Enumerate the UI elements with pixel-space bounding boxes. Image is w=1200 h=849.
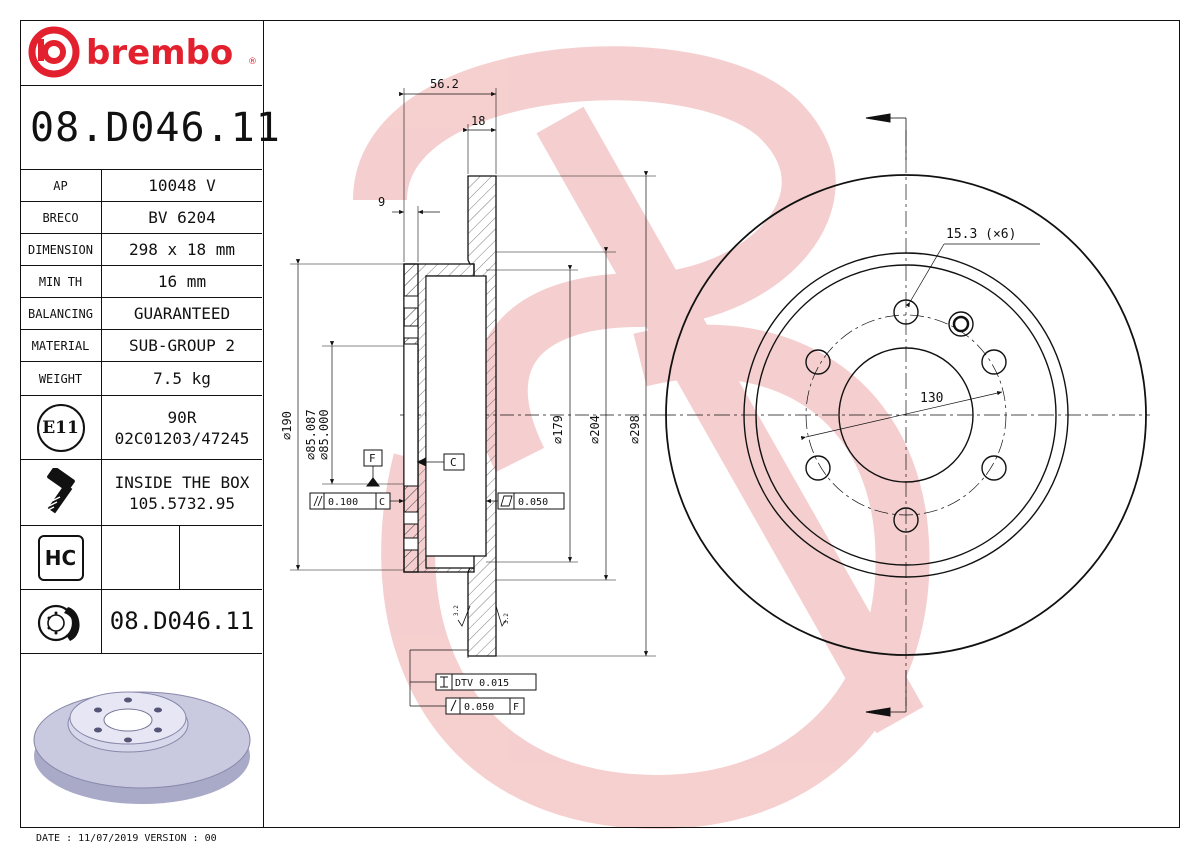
tol-parallel-ref: C: [379, 497, 385, 508]
registered-mark: ®: [248, 57, 257, 67]
title-block: brembo ® 08.D046.11 AP 10048 V BRECO BV …: [20, 20, 280, 828]
datum-f-label: F: [369, 452, 376, 465]
surface-finish-left: 3.2: [453, 605, 460, 616]
tol-flatness-value: 0.050: [518, 497, 548, 508]
spec-key: BRECO: [20, 202, 102, 233]
spec-row-ap: AP 10048 V: [20, 170, 262, 202]
dim-thickness: 18: [471, 114, 485, 128]
drawing-frame: [20, 20, 1180, 828]
spec-row-balancing: BALANCING GUARANTEED: [20, 298, 262, 330]
spec-row-breco: BRECO BV 6204: [20, 202, 262, 234]
pcd-label: 130: [920, 391, 943, 406]
bottom-part-row: 08.D046.11: [20, 590, 262, 654]
brand-logo: brembo ®: [20, 20, 262, 86]
spec-row-min-th: MIN TH 16 mm: [20, 266, 262, 298]
dim-d190: ∅190: [280, 411, 294, 440]
approval-line-2: 02C01203/47245: [114, 428, 250, 448]
tol-dtv-value: DTV 0.015: [455, 678, 509, 689]
spec-key: WEIGHT: [20, 362, 102, 395]
tol-runout-value: 0.050: [464, 702, 494, 713]
front-view: [660, 113, 1150, 717]
spec-key: DIMENSION: [20, 234, 102, 265]
hole-note: 15.3 (×6): [946, 227, 1016, 242]
dim-hat-offset: 9: [378, 195, 385, 209]
spec-value: 7.5 kg: [153, 369, 211, 388]
bottom-part-number: 08.D046.11: [109, 607, 255, 635]
hardware-line-2: 105.5732.95: [129, 493, 235, 513]
dim-d85-upper: ∅85.087: [304, 409, 318, 460]
tol-runout-ref: F: [513, 702, 519, 713]
datum-c-label: C: [450, 456, 457, 469]
hardware-line-1: INSIDE THE BOX: [114, 472, 250, 492]
brembo-logo-icon: [28, 26, 80, 78]
brake-caliper-icon: [37, 604, 80, 641]
spec-row-material: MATERIAL SUB-GROUP 2: [20, 330, 262, 362]
spec-value: BV 6204: [148, 208, 216, 227]
tol-parallel-value: 0.100: [328, 497, 358, 508]
hc-badge-icon: HC: [37, 534, 84, 581]
section-view: [290, 88, 660, 715]
spec-value: 10048 V: [148, 176, 216, 195]
dim-d85-lower: ∅85.000: [317, 409, 331, 460]
front-view-labels: 15.3 (×6) 130: [920, 227, 1016, 406]
brand-name: brembo: [86, 33, 233, 73]
spec-key: MIN TH: [20, 266, 102, 297]
dim-d179: ∅179: [551, 415, 565, 444]
spec-value: SUB-GROUP 2: [129, 336, 235, 355]
spec-value: 16 mm: [157, 272, 207, 291]
spec-value: GUARANTEED: [133, 304, 231, 323]
screw-icon: [45, 467, 75, 513]
spec-key: MATERIAL: [20, 330, 102, 361]
disc-3d-render: [33, 691, 251, 804]
approval-row: E11 90R 02C01203/47245: [20, 396, 262, 460]
footer-date-version: DATE : 11/07/2019 VERSION : 00: [36, 833, 217, 844]
section-dim-labels: 56.2 18 9 ∅190 ∅85.087 ∅85.000 ∅179 ∅204…: [280, 77, 642, 713]
approval-line-1: 90R: [167, 407, 197, 427]
dim-d298: ∅298: [628, 415, 642, 444]
spec-row-dimension: DIMENSION 298 x 18 mm: [20, 234, 262, 266]
spec-key: BALANCING: [20, 298, 102, 329]
hc-row: HC: [20, 526, 262, 590]
dim-d204: ∅204: [588, 415, 602, 444]
spec-value: 298 x 18 mm: [129, 240, 235, 259]
surface-finish-right: 3.2: [503, 613, 510, 624]
spec-key: AP: [20, 170, 102, 201]
spec-row-weight: WEIGHT 7.5 kg: [20, 362, 262, 396]
e11-approval-mark-icon: E11: [36, 403, 85, 452]
hardware-row: INSIDE THE BOX 105.5732.95: [20, 460, 262, 526]
dim-total-width: 56.2: [430, 77, 459, 91]
part-number: 08.D046.11: [20, 86, 280, 170]
